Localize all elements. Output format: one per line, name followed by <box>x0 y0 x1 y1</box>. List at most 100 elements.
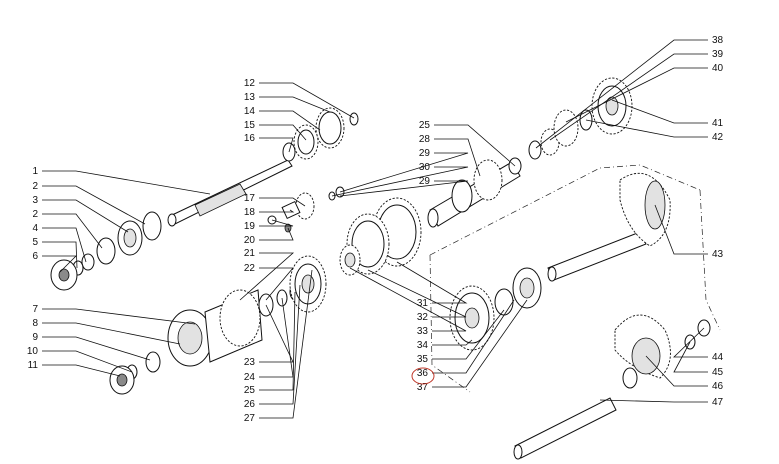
callout-21: 21 <box>244 248 256 259</box>
leader-line-19 <box>259 219 294 227</box>
callout-45: 45 <box>712 367 724 378</box>
callout-12: 12 <box>244 78 256 89</box>
callout-7: 7 <box>32 304 38 315</box>
callout-31: 31 <box>417 298 429 309</box>
callout-38: 38 <box>712 35 724 46</box>
leader-line-36 <box>432 299 515 374</box>
callout-43: 43 <box>712 249 724 260</box>
leader-line-32 <box>367 269 467 318</box>
leader-line-3 <box>42 199 129 233</box>
callout-30: 30 <box>419 162 431 173</box>
callout-36: 36 <box>417 368 429 379</box>
callout-2: 2 <box>32 209 38 220</box>
leader-line-21 <box>239 252 295 301</box>
callout-25: 25 <box>244 385 256 396</box>
leader-line-5 <box>42 241 78 269</box>
callout-32: 32 <box>417 312 429 323</box>
callout-9: 9 <box>32 332 38 343</box>
leader-line-13 <box>259 96 331 113</box>
leader-line-34 <box>432 339 473 346</box>
leader-line-42 <box>585 119 708 138</box>
callout-16: 16 <box>244 133 256 144</box>
leader-line-27 <box>259 269 313 419</box>
leader-line-39 <box>549 53 708 141</box>
callout-4: 4 <box>32 223 38 234</box>
callout-11: 11 <box>28 360 39 371</box>
callout-14: 14 <box>244 106 256 117</box>
leader-line-45 <box>673 341 708 373</box>
highlight-ring <box>411 367 435 385</box>
leader-line-41 <box>611 99 708 124</box>
leader-line-7 <box>42 308 196 325</box>
leader-line-18 <box>259 209 295 213</box>
leader-line-40 <box>565 67 708 123</box>
callout-6: 6 <box>32 251 38 262</box>
leader-line-10 <box>42 350 133 373</box>
callout-8: 8 <box>32 318 38 329</box>
leader-line-14 <box>259 110 321 131</box>
leader-line-43 <box>654 204 708 255</box>
callout-19: 19 <box>244 221 256 232</box>
input-shaft <box>167 159 293 227</box>
left-bearings <box>50 211 162 291</box>
callout-22: 22 <box>244 263 256 274</box>
callout-20: 20 <box>244 235 256 246</box>
callout-33: 33 <box>417 326 429 337</box>
leader-line-17 <box>259 197 306 207</box>
callout-13: 13 <box>244 92 256 103</box>
leader-line-33 <box>349 267 467 332</box>
leader-line-35 <box>432 309 505 360</box>
callout-24: 24 <box>244 372 256 383</box>
callout-41: 41 <box>712 118 724 129</box>
central-gear-cluster <box>339 197 422 276</box>
callout-46: 46 <box>712 381 724 392</box>
callout-18: 18 <box>244 207 256 218</box>
leader-line-15 <box>259 124 307 141</box>
callout-39: 39 <box>712 49 724 60</box>
leader-line-29 <box>339 152 469 193</box>
leader-line-9 <box>42 336 151 361</box>
callout-34: 34 <box>417 340 429 351</box>
callout-2: 2 <box>32 181 38 192</box>
callout-15: 15 <box>244 120 256 131</box>
leader-lines <box>42 39 708 419</box>
callout-44: 44 <box>712 352 724 363</box>
leader-line-22 <box>259 267 294 301</box>
leader-line-31 <box>396 261 468 304</box>
leader-line-29 <box>339 180 469 197</box>
leader-line-25 <box>434 124 516 167</box>
leader-line-30 <box>331 166 469 197</box>
callout-labels: 1232456789101112131415161718192021222324… <box>27 35 724 424</box>
leader-line-26 <box>259 284 301 405</box>
leader-line-12 <box>259 82 355 119</box>
assembly-outline <box>429 164 721 393</box>
leader-line-8 <box>42 322 181 345</box>
callout-23: 23 <box>244 357 256 368</box>
leader-line-23 <box>259 304 294 363</box>
leader-line-16 <box>259 137 294 153</box>
callout-29: 29 <box>419 148 431 159</box>
callout-35: 35 <box>417 354 429 365</box>
leader-line-20 <box>259 227 294 241</box>
callout-10: 10 <box>27 346 39 357</box>
leader-line-47 <box>599 399 708 403</box>
callout-27: 27 <box>244 413 256 424</box>
callout-25: 25 <box>419 120 431 131</box>
callout-42: 42 <box>712 132 724 143</box>
leader-line-1 <box>42 170 211 195</box>
callout-17: 17 <box>244 193 256 204</box>
leader-line-28 <box>434 138 481 177</box>
bevel-shaft-lower <box>513 314 711 460</box>
top-left-gear-set <box>282 107 359 162</box>
leader-line-38 <box>535 39 708 149</box>
leader-line-25 <box>259 291 296 391</box>
leader-line-11 <box>42 364 121 377</box>
callout-40: 40 <box>712 63 724 74</box>
leader-line-37 <box>432 299 528 388</box>
callout-3: 3 <box>32 195 38 206</box>
leader-line-2 <box>42 185 146 225</box>
leader-line-6 <box>42 255 77 273</box>
leader-line-44 <box>673 327 708 358</box>
output-gear-set <box>449 267 542 351</box>
